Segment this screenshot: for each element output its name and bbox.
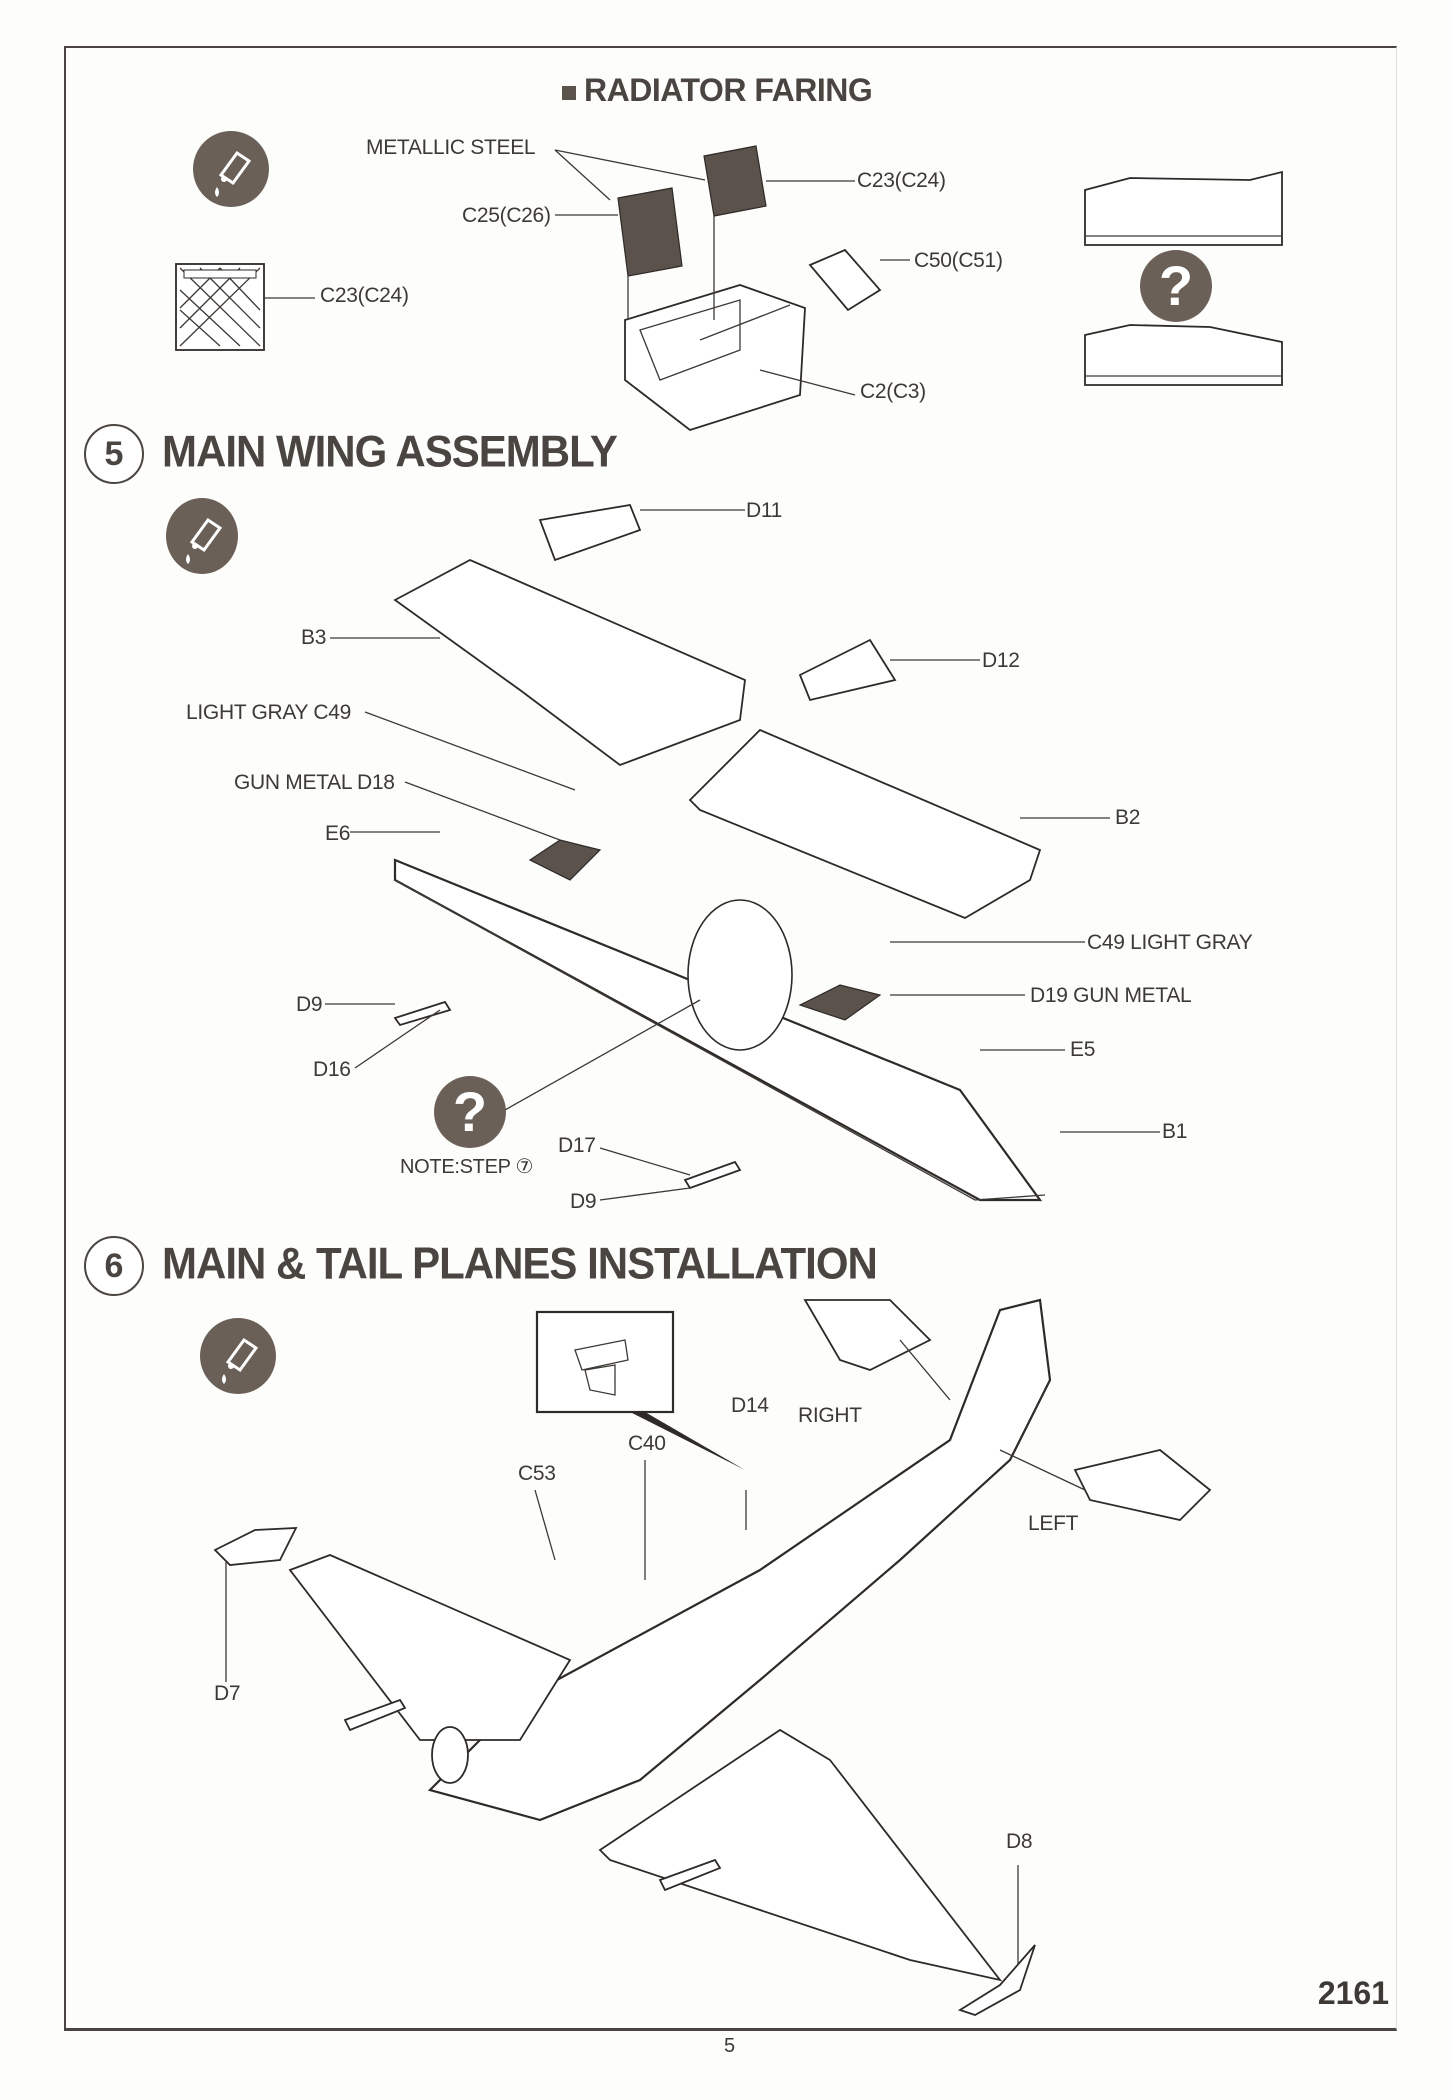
right-main-wing xyxy=(598,1728,1003,1982)
question-glyph: ? xyxy=(452,1080,488,1143)
callout-d11: D11 xyxy=(746,499,783,522)
callout-c40: C40 xyxy=(628,1432,666,1455)
callout-d16: D16 xyxy=(313,1058,351,1081)
d11-part xyxy=(538,503,642,562)
callout-light-gray-c49: LIGHT GRAY C49 xyxy=(186,701,352,724)
callout-c49-light-gray: C49 LIGHT GRAY xyxy=(1087,931,1253,954)
d8-wingtip xyxy=(957,1944,1036,2016)
callout-gun-metal-d18: GUN METAL D18 xyxy=(234,771,395,794)
callout-metallic-steel: METALLIC STEEL xyxy=(366,136,536,159)
right-tailplane xyxy=(803,1299,932,1371)
note-step-7: NOTE:STEP ⑦ xyxy=(400,1156,534,1178)
step-5-title: MAIN WING ASSEMBLY xyxy=(162,426,618,477)
c2-housing xyxy=(624,284,806,432)
callout-left: LEFT xyxy=(1028,1512,1079,1535)
cement-tube-glyph xyxy=(215,150,252,197)
d12-part xyxy=(798,638,897,702)
callout-b3: B3 xyxy=(301,626,327,649)
callout-d9-top: D9 xyxy=(296,993,323,1016)
c50-part xyxy=(808,248,882,312)
step-6-number: 6 xyxy=(84,1236,144,1296)
question-icon: ? xyxy=(1140,250,1212,322)
step-6-title: MAIN & TAIL PLANES INSTALLATION xyxy=(162,1238,878,1289)
callout-c50-c51: C50(C51) xyxy=(914,249,1003,272)
bullet-square-icon xyxy=(562,85,576,100)
faring-compare-top xyxy=(1084,170,1283,246)
callout-d9-bottom: D9 xyxy=(570,1190,597,1213)
callout-b2: B2 xyxy=(1115,806,1141,829)
callout-d14: D14 xyxy=(731,1394,769,1417)
callout-e5: E5 xyxy=(1070,1038,1096,1061)
callout-b1: B1 xyxy=(1162,1120,1188,1143)
fuselage xyxy=(427,1298,1052,1822)
callout-right: RIGHT xyxy=(798,1404,862,1427)
inset-box xyxy=(535,1310,675,1414)
aircraft-assembly-drawing xyxy=(213,1298,1212,2016)
callout-c25-c26: C25(C26) xyxy=(462,204,551,227)
callout-e6: E6 xyxy=(325,822,351,845)
callout-d17: D17 xyxy=(558,1134,596,1157)
d7-wingtip xyxy=(213,1527,298,1566)
callout-d19-gun-metal: D19 GUN METAL xyxy=(1030,984,1192,1007)
callout-d12: D12 xyxy=(982,649,1020,672)
cement-tube-glyph xyxy=(222,1337,259,1384)
cement-icon xyxy=(166,498,238,574)
cement-tube-glyph xyxy=(186,517,223,564)
left-main-wing xyxy=(288,1554,572,1741)
left-tailplane xyxy=(1073,1449,1212,1521)
callout-d8: D8 xyxy=(1006,1830,1033,1853)
callout-c2-c3: C2(C3) xyxy=(860,380,926,403)
page-frame xyxy=(64,46,1397,2031)
callout-c53: C53 xyxy=(518,1462,556,1485)
radiator-faring-title: RADIATOR FARING xyxy=(562,72,873,109)
c23-grille xyxy=(703,145,767,217)
question-glyph: ? xyxy=(1158,254,1194,317)
callout-c23-c24-detail: C23(C24) xyxy=(320,284,409,307)
page-number: 5 xyxy=(724,2035,736,2057)
cement-icon xyxy=(200,1318,276,1394)
inset-circle xyxy=(687,899,793,1051)
b3-wing xyxy=(393,559,746,767)
faring-compare-bottom xyxy=(1084,324,1283,386)
kit-number: 2161 xyxy=(1317,1975,1389,2011)
wing-assembly-drawing xyxy=(325,503,1160,1202)
b2-wing xyxy=(688,728,1042,920)
radiator-faring-drawing xyxy=(175,145,1283,432)
question-icon: ? xyxy=(434,1076,506,1148)
c25-grille xyxy=(617,187,683,277)
step-5-number: 5 xyxy=(84,424,144,484)
callout-c23-c24: C23(C24) xyxy=(857,169,946,192)
callout-d7: D7 xyxy=(214,1682,241,1705)
cement-icon xyxy=(193,131,269,207)
